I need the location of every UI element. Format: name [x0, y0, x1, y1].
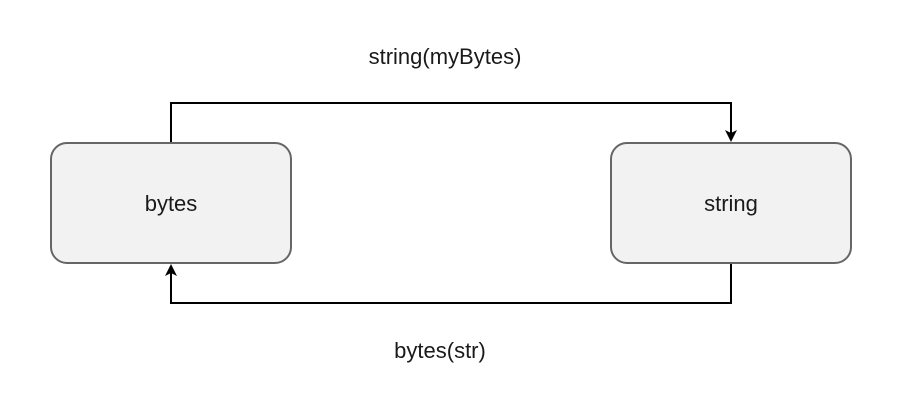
node-string-label: string — [704, 191, 758, 216]
edge-string-to-bytes — [165, 263, 732, 304]
edge-bytes-to-string — [170, 102, 737, 143]
node-bytes-box — [50, 142, 292, 264]
node-string-box — [610, 142, 852, 264]
node-string[interactable]: string — [610, 142, 852, 264]
node-bytes[interactable]: bytes — [50, 142, 292, 264]
edge-label-bytes-to-string: string(myBytes) — [369, 44, 522, 69]
edge-label-string-to-bytes: bytes(str) — [394, 338, 486, 363]
node-bytes-label: bytes — [145, 191, 198, 216]
